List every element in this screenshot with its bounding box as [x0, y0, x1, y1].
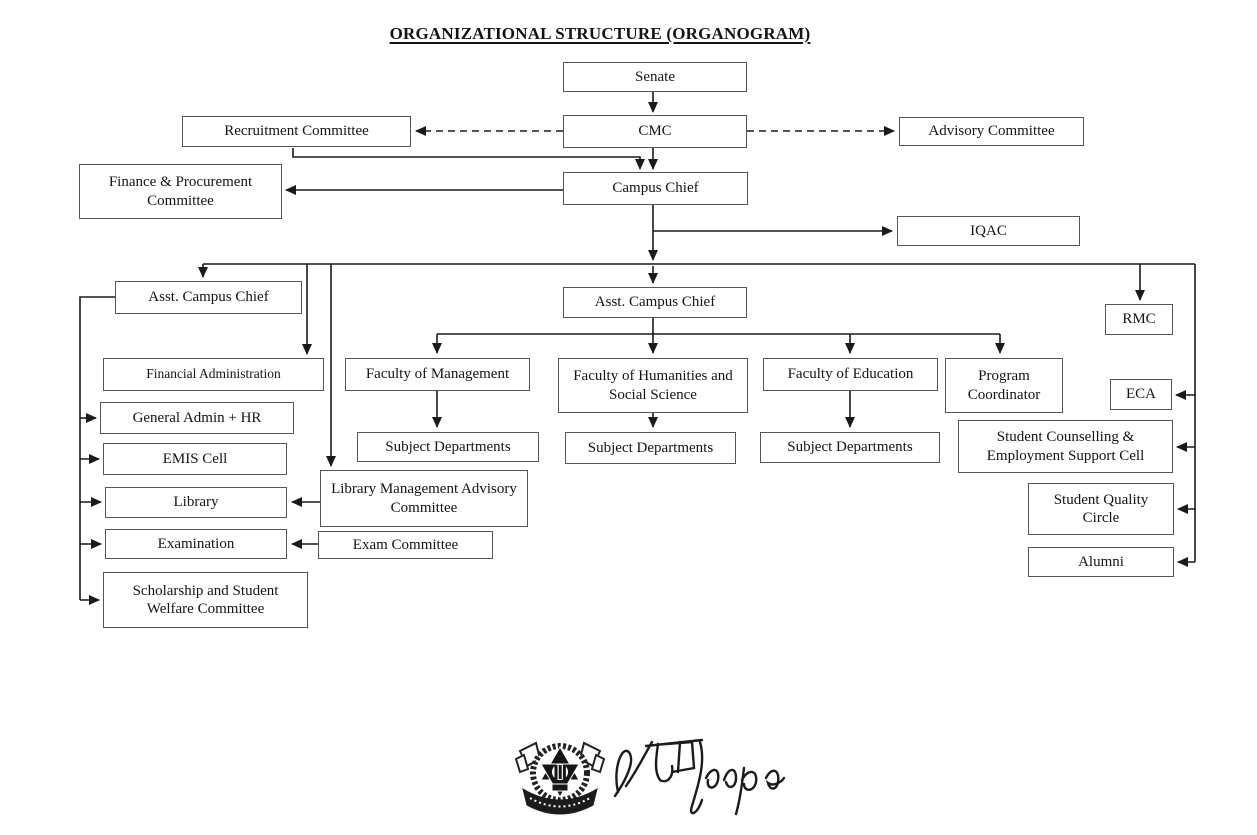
node-emis-cell: EMIS Cell [103, 443, 287, 475]
node-faculty-of-education: Faculty of Education [763, 358, 938, 391]
node-alumni: Alumni [1028, 547, 1174, 577]
node-subject-departments-management: Subject Departments [357, 432, 539, 462]
node-examination: Examination [105, 529, 287, 559]
node-library: Library [105, 487, 287, 518]
node-subject-departments-humanities: Subject Departments [565, 432, 736, 464]
node-student-counselling-cell: Student Counselling & Employment Support… [958, 420, 1173, 473]
node-rmc: RMC [1105, 304, 1173, 335]
node-asst-campus-chief-left: Asst. Campus Chief [115, 281, 302, 314]
node-financial-administration: Financial Administration [103, 358, 324, 391]
node-scholarship-student-welfare-committee: Scholarship and Student Welfare Committe… [103, 572, 308, 628]
node-exam-committee: Exam Committee [318, 531, 493, 559]
node-iqac: IQAC [897, 216, 1080, 246]
page-title: ORGANIZATIONAL STRUCTURE (ORGANOGRAM) [389, 24, 811, 43]
node-eca: ECA [1110, 379, 1172, 410]
node-asst-campus-chief-center: Asst. Campus Chief [563, 287, 747, 318]
node-general-admin-hr: General Admin + HR [100, 402, 294, 434]
signature-icon [613, 738, 786, 816]
node-faculty-of-management: Faculty of Management [345, 358, 530, 391]
campus-seal-icon [514, 741, 606, 815]
node-library-management-advisory-committee: Library Management Advisory Committee [320, 470, 528, 527]
node-faculty-of-humanities-social-science: Faculty of Humanities and Social Science [558, 358, 748, 413]
node-subject-departments-education: Subject Departments [760, 432, 940, 463]
node-recruitment-committee: Recruitment Committee [182, 116, 411, 147]
node-senate: Senate [563, 62, 747, 92]
node-cmc: CMC [563, 115, 747, 148]
node-campus-chief: Campus Chief [563, 172, 748, 205]
node-program-coordinator: Program Coordinator [945, 358, 1063, 413]
node-finance-procurement-committee: Finance & Procurement Committee [79, 164, 282, 219]
node-student-quality-circle: Student Quality Circle [1028, 483, 1174, 535]
node-advisory-committee: Advisory Committee [899, 117, 1084, 146]
